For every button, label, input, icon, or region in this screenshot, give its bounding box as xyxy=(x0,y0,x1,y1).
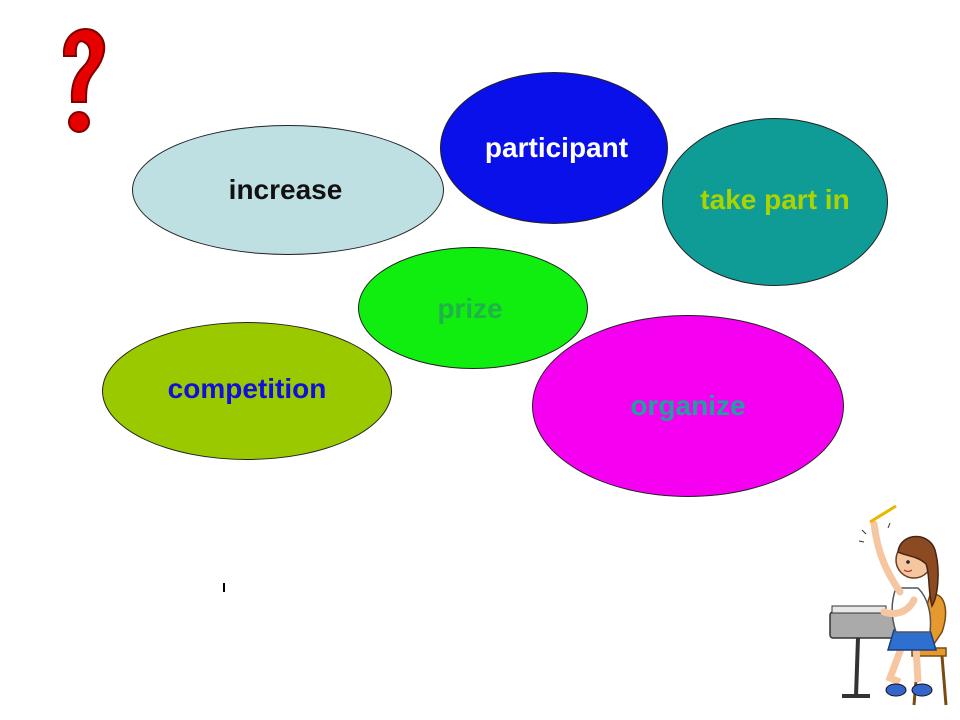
student-raising-hand-icon xyxy=(829,504,948,706)
bubble-increase-label: increase xyxy=(228,174,343,205)
bubble-increase[interactable]: increase xyxy=(132,125,444,255)
bubble-take-part-in[interactable]: take part in xyxy=(662,118,888,286)
bubble-prize[interactable]: prize xyxy=(358,247,588,369)
bubble-take-part-in-label: take part in xyxy=(700,183,850,215)
bubble-prize-label: prize xyxy=(437,293,503,324)
bubble-competition-label: competition xyxy=(167,372,327,404)
bubble-organize[interactable]: organize xyxy=(532,315,844,497)
bubble-organize-label: organize xyxy=(630,390,746,421)
bubble-participant[interactable]: participant xyxy=(440,72,668,224)
text-cursor-mark xyxy=(223,583,225,592)
question-mark-icon xyxy=(62,28,106,133)
bubble-competition[interactable]: competition xyxy=(102,322,392,460)
bubble-participant-label: participant xyxy=(484,132,629,163)
